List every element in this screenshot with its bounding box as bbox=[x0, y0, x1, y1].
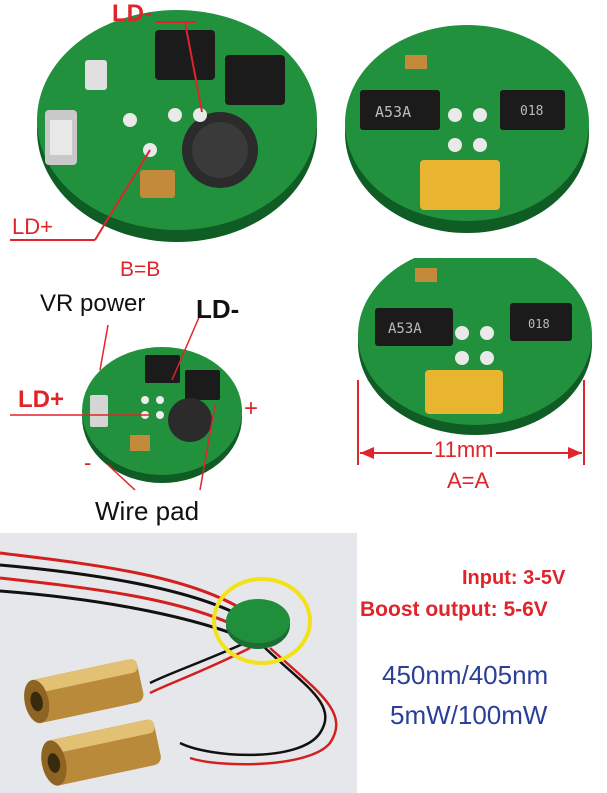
power-spec: 5mW/100mW bbox=[390, 700, 548, 730]
plus-sign-label: + bbox=[244, 395, 259, 422]
wire-pad-label: Wire pad bbox=[95, 496, 200, 526]
ld-plus-label-mid: LD+ bbox=[18, 386, 65, 413]
ld-plus-label-top: LD+ bbox=[12, 214, 53, 239]
ld-minus-label-top: LD- bbox=[112, 0, 152, 27]
laser-module-photo bbox=[0, 533, 357, 793]
dimension-label: 11mm bbox=[432, 437, 496, 463]
minus-sign-label: - bbox=[84, 450, 92, 475]
chip2-marking: 018 bbox=[528, 317, 550, 331]
wavelength-spec: 450nm/405nm bbox=[382, 660, 549, 690]
boost-spec: Boost output: 5-6V bbox=[360, 598, 548, 621]
caption-a: A=A bbox=[447, 468, 490, 493]
input-spec: Input: 3-5V bbox=[462, 567, 566, 589]
vr-power-label: VR power bbox=[40, 290, 146, 317]
svg-text:018: 018 bbox=[520, 104, 543, 119]
caption-b: B=B bbox=[120, 258, 161, 281]
svg-text:A53A: A53A bbox=[375, 103, 411, 121]
ld-minus-label-mid: LD- bbox=[196, 294, 240, 324]
chip-marking: A53A bbox=[388, 321, 422, 337]
